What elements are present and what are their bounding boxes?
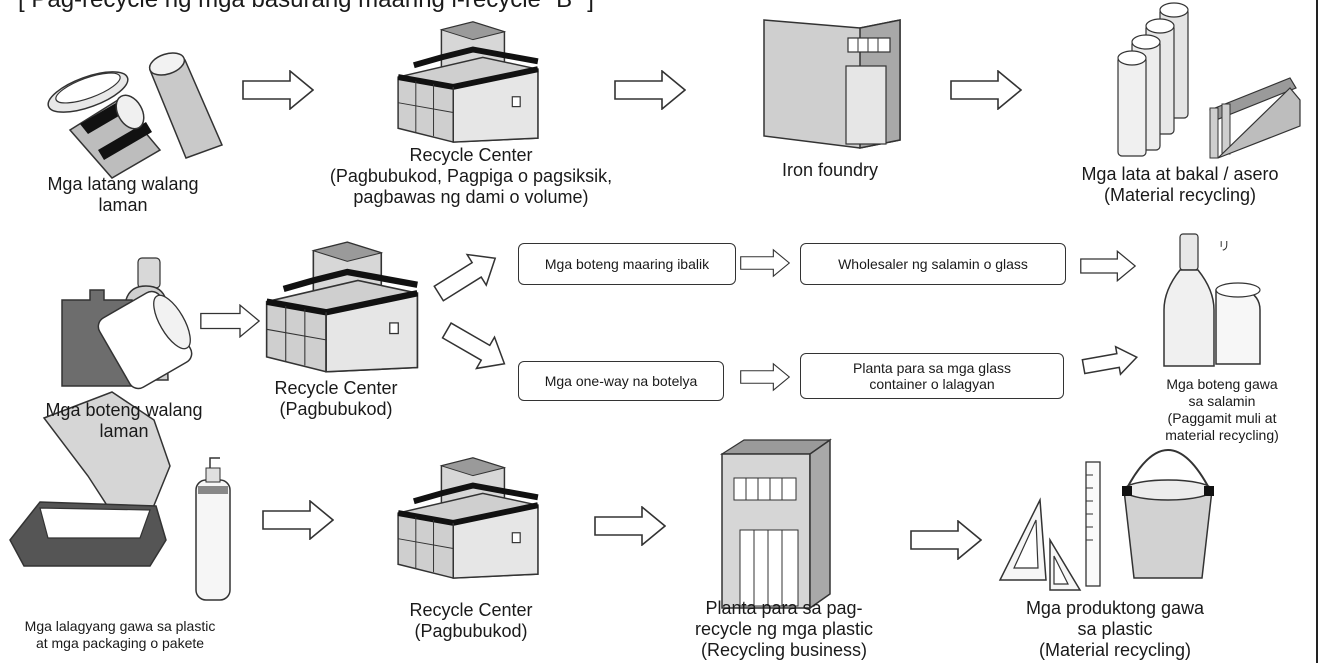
row1-product-label: Mga lata at bakal / asero(Material recyc… — [1081, 164, 1279, 205]
arrow-2-down — [441, 322, 506, 370]
arrow-3c — [910, 520, 982, 560]
plastic-plant-building — [719, 438, 832, 610]
arrow-1b — [614, 70, 686, 110]
plastic-containers-illustration — [9, 391, 231, 601]
empty-cans-illustration — [47, 52, 224, 179]
arrow-2c — [740, 363, 790, 391]
glass-bottles-product-illustration: リ — [1163, 233, 1261, 367]
arrow-3b — [594, 506, 666, 546]
diagram-title: [ Pag-recycle ng mga basurang maaring i-… — [18, 0, 594, 14]
arrow-2d — [1080, 250, 1136, 282]
cans-steel-product-illustration — [1117, 2, 1301, 159]
plastic-products-illustration — [998, 449, 1214, 591]
oneway-bottles-box: Mga one-way na botelya — [518, 361, 724, 401]
iron-foundry-building — [763, 19, 901, 149]
arrow-2b — [740, 249, 790, 277]
row1-processor-label: Iron foundry — [781, 160, 879, 180]
arrow-2e — [1081, 345, 1139, 376]
frame-border — [1316, 0, 1318, 663]
recycle-center-building-3 — [398, 458, 538, 578]
svg-text:リ: リ — [1218, 239, 1230, 253]
empty-bottles-illustration — [61, 257, 193, 390]
row3-processor-label: Planta para sa pag-recycle ng mga plasti… — [694, 598, 874, 660]
arrow-2-up — [433, 253, 497, 302]
arrow-3a — [262, 500, 334, 540]
arrow-1c — [950, 70, 1022, 110]
row1-center-label: Recycle Center(Pagbubukod, Pagpiga o pag… — [329, 145, 613, 207]
row3-center-label: Recycle Center(Pagbubukod) — [409, 600, 533, 641]
glass-wholesaler-box: Wholesaler ng salamin o glass — [800, 243, 1066, 285]
row2-center-label: Recycle Center(Pagbubukod) — [274, 378, 398, 419]
arrow-2a — [200, 304, 260, 338]
returnable-bottles-box: Mga boteng maaring ibalik — [518, 243, 736, 285]
recycle-center-building-2 — [267, 242, 418, 372]
arrow-1a — [242, 70, 314, 110]
recycle-center-building-1 — [398, 22, 538, 142]
